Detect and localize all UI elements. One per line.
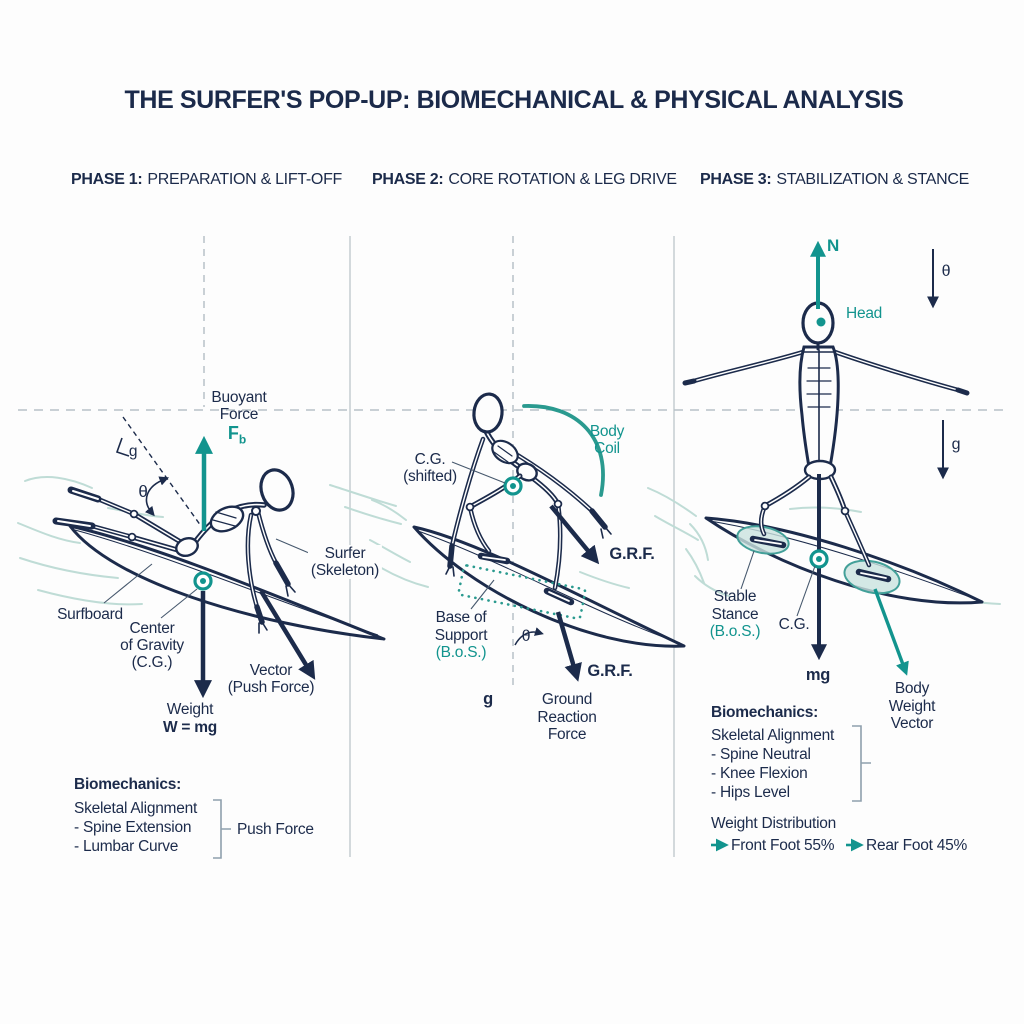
grf-label-upper: G.R.F.	[609, 545, 655, 563]
cg-marker-p2	[503, 476, 523, 496]
phase2-heading: PHASE 2:CORE ROTATION & LEG DRIVE	[372, 171, 677, 189]
phase3-heading-text: STABILIZATION & STANCE	[776, 171, 969, 188]
phase1-heading-number: PHASE 1:	[71, 171, 143, 188]
theta-angle-label-p3: θ	[941, 263, 951, 280]
biomechanics-item2-p3: - Knee Flexion	[711, 765, 808, 782]
weight-distribution-rear: Rear Foot 45%	[866, 837, 967, 854]
cg-shifted-label: C.G. (shifted)	[403, 451, 457, 485]
surfboard-stringer-p1	[74, 529, 379, 636]
grf-label-lower: G.R.F.	[587, 662, 633, 680]
biomechanics-heading-p3: Biomechanics:	[711, 704, 819, 721]
ground-reaction-force-label: Ground Reaction Force	[537, 691, 597, 743]
gravity-reference-dashed-line	[122, 416, 202, 527]
push-force-arrow	[259, 589, 316, 680]
cg-label-p3: C.G.	[778, 616, 810, 633]
head-label: Head	[846, 305, 883, 322]
page-title: THE SURFER'S POP-UP: BIOMECHANICAL & PHY…	[124, 86, 904, 114]
angle-corner-mark	[115, 437, 130, 457]
leader-lines-p3	[740, 550, 816, 617]
buoyant-force-label: Buoyant Force	[211, 389, 267, 423]
mg-label: mg	[805, 666, 831, 684]
biomechanics-item1-p1: - Spine Extension	[74, 819, 192, 836]
head-marker-dot	[816, 317, 826, 327]
surfboard-stringer-p2	[417, 530, 681, 644]
surfer-skeleton-label: Surfer (Skeleton)	[307, 545, 383, 579]
push-force-bracket-label: Push Force	[237, 821, 314, 838]
leader-lines-p2	[451, 461, 506, 610]
theta-angle-label-p1: θ	[138, 482, 148, 501]
phase2-heading-text: CORE ROTATION & LEG DRIVE	[448, 171, 677, 188]
body-coil-arc	[522, 404, 605, 497]
weight-distribution-heading: Weight Distribution	[711, 815, 837, 832]
cg-marker-p1	[193, 571, 213, 591]
gravity-direction-label-p2: g	[483, 690, 493, 708]
phase2-heading-number: PHASE 2:	[372, 171, 444, 188]
surfer-figure-prone	[52, 468, 296, 634]
surfer-figure-crouched	[445, 392, 612, 606]
weight-label: Weight	[166, 701, 214, 718]
biomechanics-item1-p3: - Spine Neutral	[711, 746, 811, 763]
body-weight-vector-arrow	[873, 588, 909, 676]
stable-stance-label: Stable Stance (B.o.S.)	[709, 588, 761, 640]
phase3-heading: PHASE 3:STABILIZATION & STANCE	[700, 171, 969, 189]
biomechanics-item2-p1: - Lumbar Curve	[74, 838, 179, 855]
grf-arrow-upper	[549, 504, 600, 565]
surfboard-illustration-p1	[68, 524, 386, 641]
body-coil-label: Body Coil	[589, 423, 625, 457]
phase3-heading-number: PHASE 3:	[700, 171, 772, 188]
cg-marker-p3	[809, 549, 829, 569]
normal-force-label: N	[826, 236, 840, 255]
biomechanics-heading-p1: Biomechanics:	[74, 776, 182, 793]
gravity-direction-label-p3: g	[951, 436, 961, 453]
phase1-heading: PHASE 1:PREPARATION & LIFT-OFF	[71, 171, 342, 189]
biomechanics-line1-p3: Skeletal Alignment	[711, 727, 835, 744]
body-weight-vector-label: Body Weight Vector	[888, 680, 936, 732]
push-force-vector-label: Vector (Push Force)	[227, 662, 315, 696]
center-of-gravity-label: Center of Gravity (C.G.)	[120, 620, 184, 671]
fb-symbol: Fb	[227, 423, 247, 447]
biomechanics-item3-p3: - Hips Level	[711, 784, 790, 801]
surfboard-label: Surfboard	[57, 606, 123, 623]
base-of-support-label: Base of Support (B.o.S.)	[434, 609, 488, 661]
biomechanics-bracket-p1	[213, 799, 231, 859]
base-of-support-outline	[457, 564, 587, 620]
wave-lines	[17, 476, 1001, 606]
grf-arrow-lower	[555, 611, 582, 682]
weight-distribution-front: Front Foot 55%	[731, 837, 835, 854]
theta-angle-label-p2: θ	[521, 628, 531, 645]
weight-equation: W = mg	[162, 719, 218, 736]
theta-arc-arrow	[144, 476, 170, 517]
biomechanics-line1-p1: Skeletal Alignment	[74, 800, 198, 817]
surfer-figure-standing	[682, 301, 970, 583]
gravity-direction-label-p1: g	[128, 443, 138, 460]
theta-arc-arrow-p2	[514, 627, 544, 646]
biomechanics-bracket-p3	[852, 725, 871, 802]
phase1-heading-text: PREPARATION & LIFT-OFF	[147, 171, 343, 188]
